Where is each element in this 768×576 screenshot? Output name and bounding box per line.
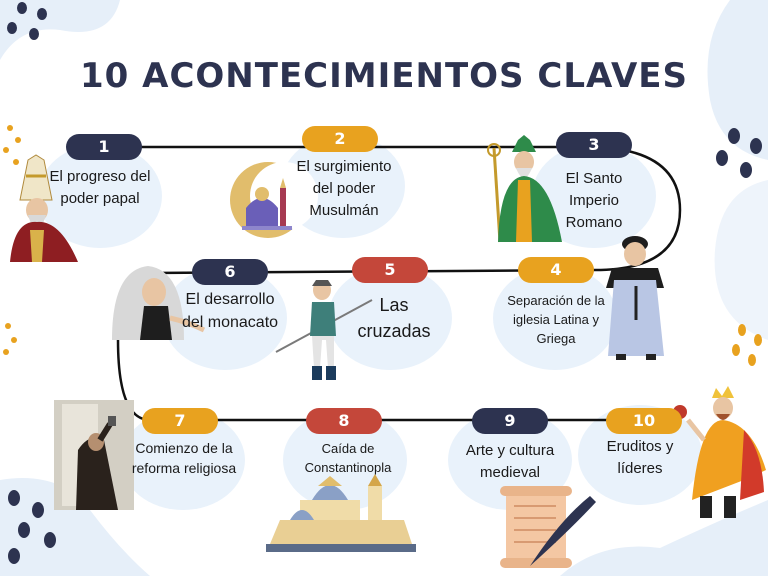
scroll-quill bbox=[500, 486, 596, 568]
timeline-path bbox=[102, 145, 682, 422]
saint-bishop-figure bbox=[487, 135, 562, 243]
event-label-5: Las cruzadas bbox=[357, 295, 431, 342]
event-number-2: 2 bbox=[302, 126, 378, 152]
event-number-6: 6 bbox=[192, 259, 268, 285]
event-number-9: 9 bbox=[472, 408, 548, 434]
dot-cluster bbox=[716, 128, 762, 178]
event-label-8: Caída de Constantinopla bbox=[304, 441, 392, 475]
event-label-9: Arte y cultura medieval bbox=[465, 442, 555, 481]
dot-cluster bbox=[732, 324, 762, 366]
king-figure bbox=[673, 386, 766, 518]
event-number-5: 5 bbox=[352, 257, 428, 283]
event-label-3: El Santo Imperio Romano bbox=[565, 170, 623, 231]
event-number-7: 7 bbox=[142, 408, 218, 434]
label-bubbles bbox=[38, 134, 702, 510]
corner-blob bbox=[714, 180, 768, 340]
event-label-10: Eruditos y líderes bbox=[606, 438, 674, 477]
event-number-3: 3 bbox=[556, 132, 632, 158]
dot-cluster bbox=[3, 125, 21, 355]
event-number-4: 4 bbox=[518, 257, 594, 283]
dot-cluster bbox=[8, 490, 56, 564]
event-label-7: Comienzo de la reforma religiosa bbox=[131, 440, 237, 477]
event-label-2: El surgimiento del poder Musulmán bbox=[296, 158, 392, 219]
corner-blob bbox=[707, 0, 768, 160]
dot-cluster bbox=[7, 2, 47, 40]
cathedral-building bbox=[266, 474, 416, 552]
reformer-photo bbox=[54, 400, 134, 510]
event-label-6: El desarrollo del monacato bbox=[181, 291, 279, 332]
corner-blob bbox=[0, 0, 120, 60]
monk-figure bbox=[606, 236, 664, 360]
mosque-crescent bbox=[230, 162, 318, 238]
crusader-soldier bbox=[275, 280, 373, 380]
page-title: 10 ACONTECIMIENTOS CLAVES bbox=[79, 56, 689, 96]
corner-blob bbox=[560, 500, 768, 576]
event-label-1: El progreso del poder papal bbox=[49, 168, 151, 207]
event-label-4: Separación de la iglesia Latina y Griega bbox=[507, 293, 605, 346]
pope-figure bbox=[10, 154, 78, 262]
event-number-10: 10 bbox=[606, 408, 682, 434]
nun-figure bbox=[112, 266, 206, 340]
event-number-8: 8 bbox=[306, 408, 382, 434]
event-number-1: 1 bbox=[66, 134, 142, 160]
